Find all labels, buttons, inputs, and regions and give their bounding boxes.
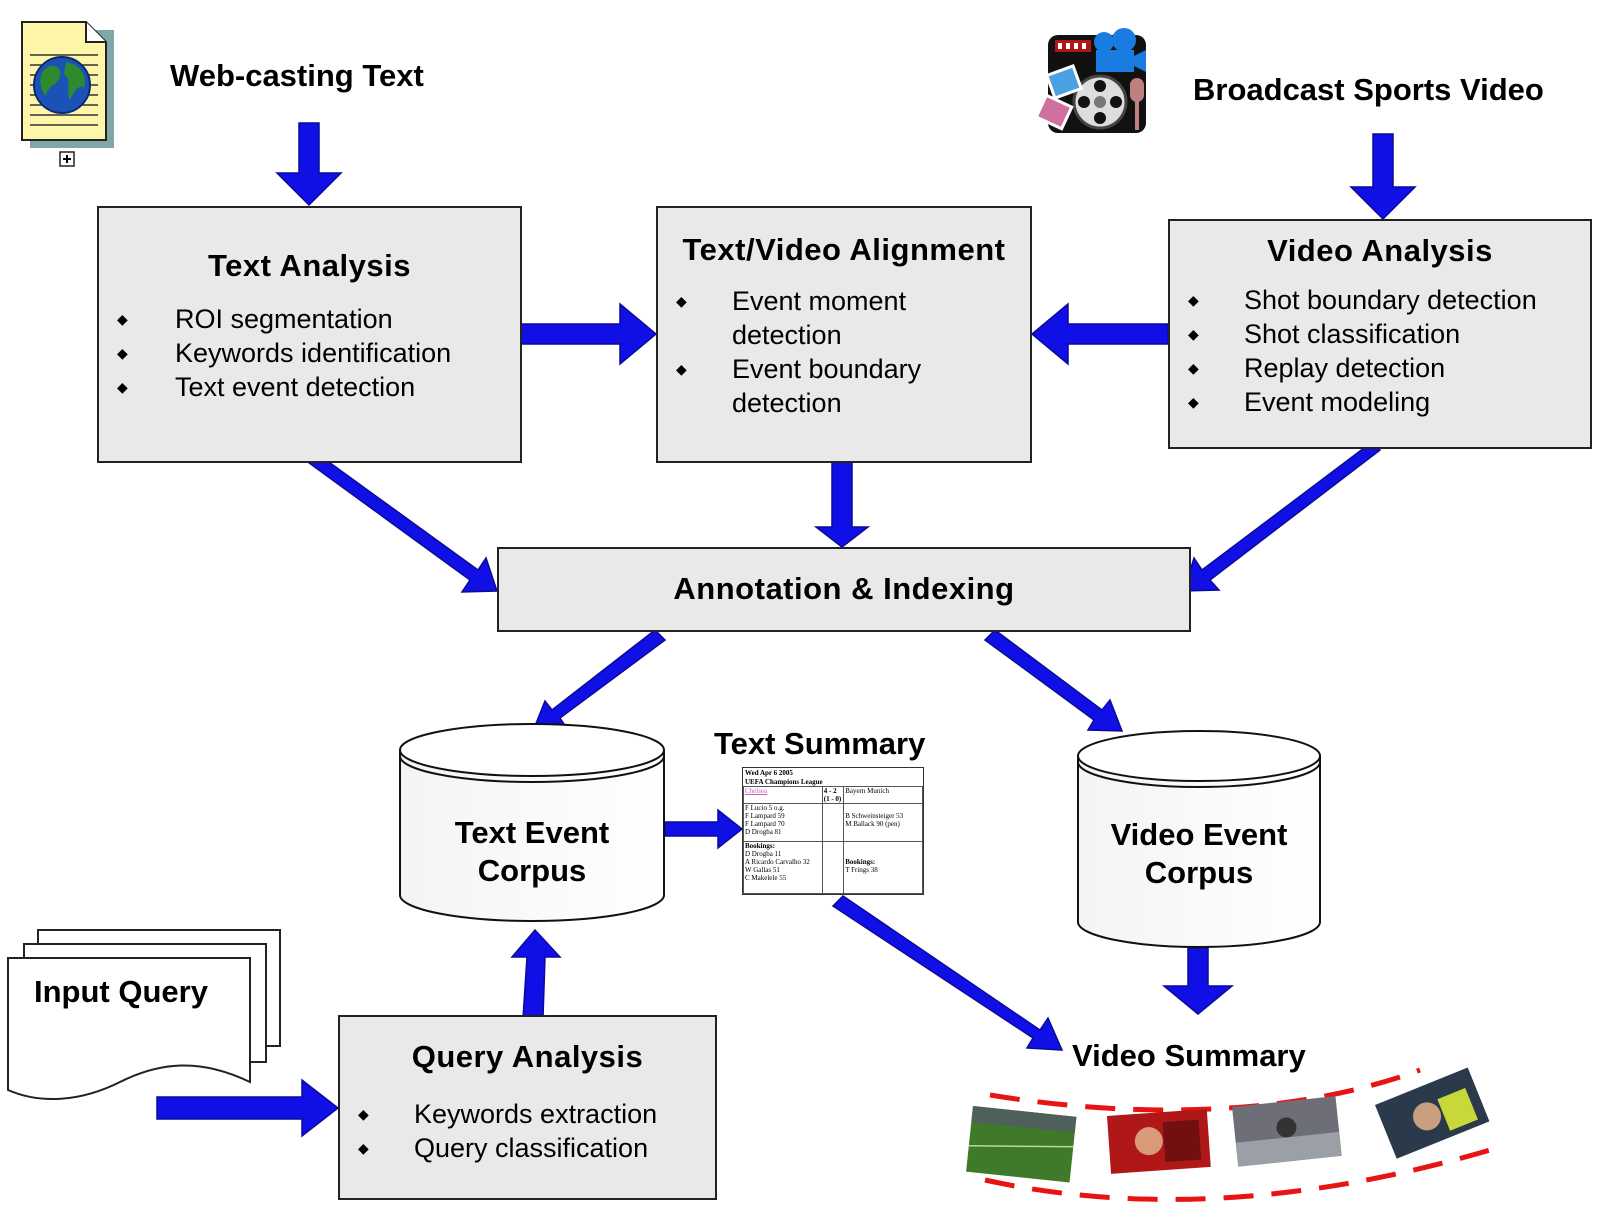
video-analysis-item: Event modeling [1188, 385, 1590, 419]
arrow-video-to-alignment [1030, 302, 1169, 366]
alignment-item: Event boundary detection [676, 352, 1030, 420]
video-analysis-item: Shot boundary detection [1188, 283, 1590, 317]
text-video-alignment-box: Text/Video Alignment Event moment detect… [656, 206, 1032, 463]
film-camera-icon [1034, 28, 1146, 133]
video-analysis-title: Video Analysis [1267, 233, 1493, 268]
text-analysis-item: Text event detection [117, 370, 520, 404]
arrow-alignment-to-annotation [813, 461, 871, 548]
arrow-video-to-annotation [1182, 441, 1382, 592]
video-summary-filmstrip [966, 1067, 1491, 1202]
arrow-video-to-video-analysis [1349, 133, 1417, 221]
video-analysis-item: Shot classification [1188, 317, 1590, 351]
query-analysis-item: Keywords extraction [358, 1097, 715, 1131]
text-analysis-box: Text Analysis ROI segmentation Keywords … [97, 206, 522, 463]
video-analysis-box: Video Analysis Shot boundary detection S… [1168, 219, 1592, 449]
text-summary-label: Text Summary [714, 726, 926, 761]
query-analysis-title: Query Analysis [411, 1039, 644, 1074]
alignment-item: Event moment detection [676, 284, 1030, 352]
summary-home-team: Chelsea [745, 787, 768, 795]
text-summary-document: Wed Apr 6 2005 UEFA Champions League Che… [742, 767, 924, 895]
annotation-title: Annotation & Indexing [673, 571, 1015, 606]
video-frame-3 [1232, 1096, 1342, 1167]
arrow-video-corpus-to-video-summary [1161, 947, 1235, 1015]
summary-table: Chelsea 4 - 2(1 - 0) Bayern Munich F Luc… [743, 786, 923, 894]
summary-away-team: Bayern Munich [845, 787, 889, 795]
input-query-document-stack [7, 929, 281, 1100]
flow-arrows [156, 122, 1417, 1138]
summary-league: UEFA Champions League [745, 778, 823, 786]
globe-document-icon [21, 21, 114, 167]
text-analysis-list: ROI segmentation Keywords identification… [117, 302, 520, 404]
arrow-annotation-to-video-corpus [983, 629, 1124, 732]
video-analysis-item: Replay detection [1188, 351, 1590, 385]
input-query-label: Input Query [34, 974, 208, 1009]
arrow-query-to-text-corpus [510, 928, 562, 1019]
video-frame-2 [1107, 1109, 1211, 1174]
arrow-input-to-query-analysis [156, 1078, 340, 1138]
query-analysis-item: Query classification [358, 1131, 715, 1165]
text-analysis-item: ROI segmentation [117, 302, 520, 336]
video-frame-1 [966, 1106, 1077, 1183]
arrow-text-to-alignment [519, 302, 658, 366]
query-analysis-box: Query Analysis Keywords extraction Query… [338, 1015, 717, 1200]
arrow-text-summary-to-video-summary [831, 895, 1064, 1051]
video-event-corpus-cylinder [1077, 730, 1321, 948]
video-frame-4 [1375, 1067, 1490, 1159]
video-analysis-list: Shot boundary detection Shot classificat… [1188, 283, 1590, 419]
summary-date: Wed Apr 6 2005 [745, 769, 793, 777]
text-event-corpus-cylinder [399, 723, 665, 922]
arrow-text-to-annotation [303, 451, 499, 593]
video-summary-label: Video Summary [1072, 1038, 1306, 1073]
text-analysis-title: Text Analysis [208, 248, 411, 283]
annotation-indexing-box: Annotation & Indexing [497, 547, 1191, 632]
broadcast-sports-video-label: Broadcast Sports Video [1193, 72, 1544, 107]
query-analysis-list: Keywords extraction Query classification [358, 1097, 715, 1165]
arrow-annotation-to-text-corpus [531, 629, 667, 732]
alignment-list: Event moment detection Event boundary de… [676, 284, 1030, 420]
arrow-web-to-text-analysis [275, 122, 343, 207]
alignment-title: Text/Video Alignment [682, 232, 1006, 267]
web-casting-text-label: Web-casting Text [170, 58, 424, 93]
text-analysis-item: Keywords identification [117, 336, 520, 370]
arrow-corpus-to-text-summary [664, 808, 744, 850]
